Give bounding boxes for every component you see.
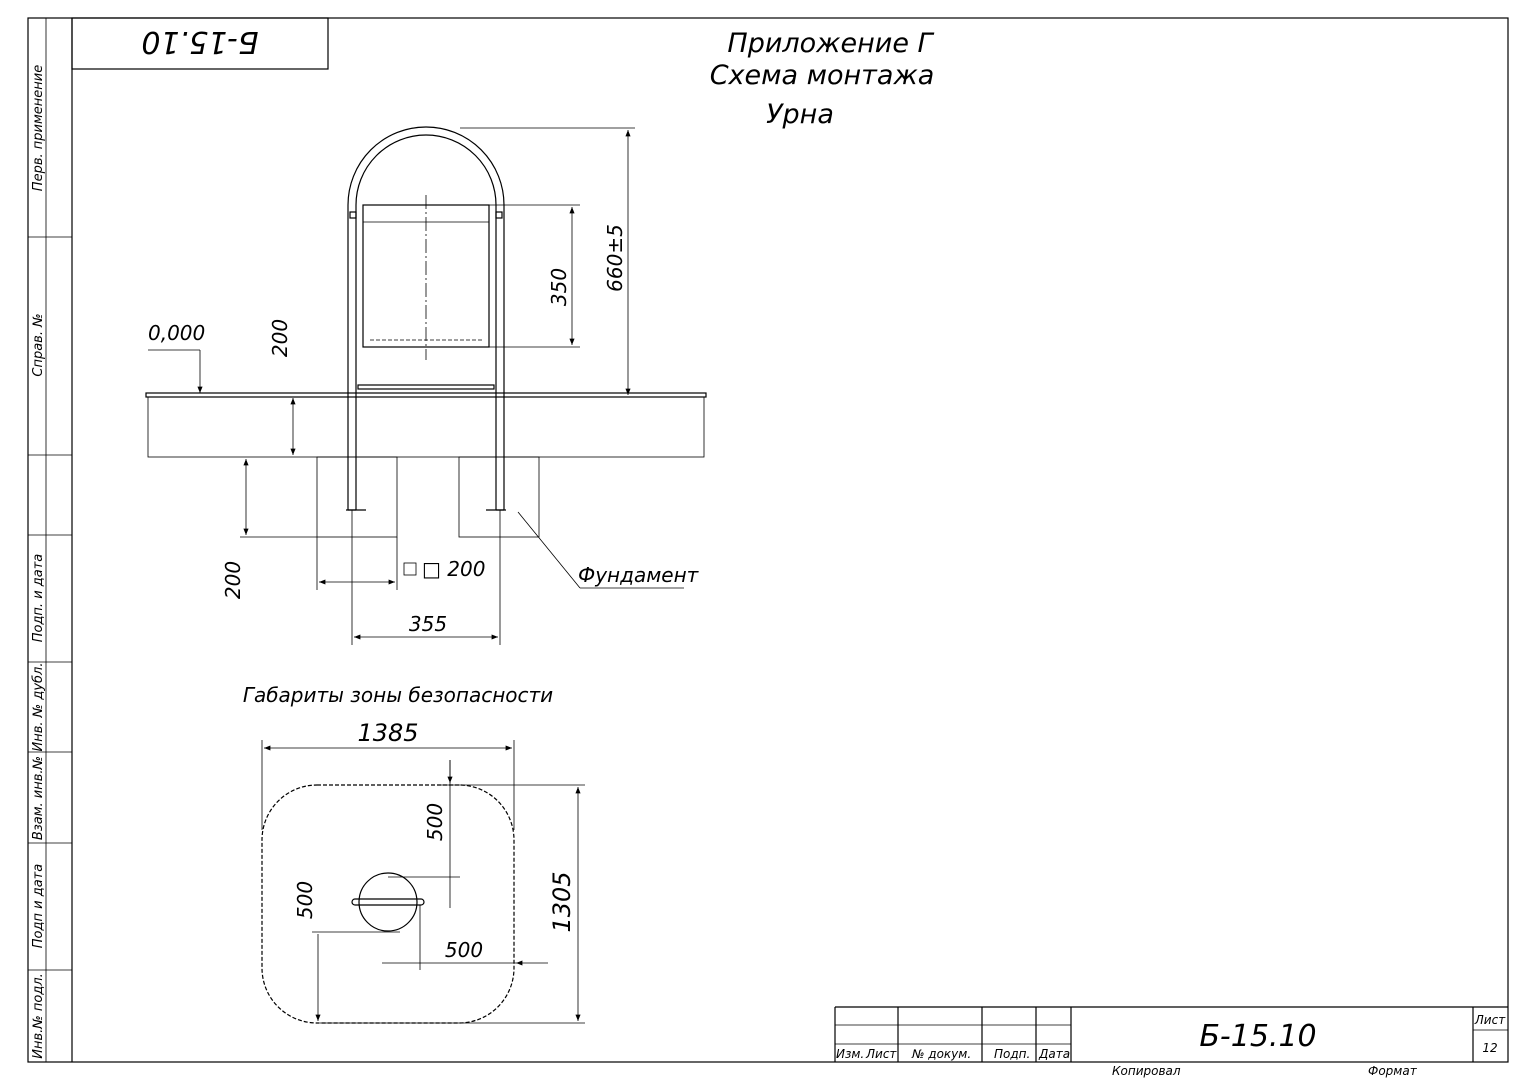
side-label-vzam: Взам. инв.№ bbox=[31, 756, 46, 840]
side-label-podp-2: Подп и дата bbox=[31, 864, 46, 948]
side-label-podp-1: Подп. и дата bbox=[31, 554, 46, 643]
title-line-3: Урна bbox=[766, 99, 834, 130]
elevation-view: 350 660±5 0,000 200 200 □ 200 355 Фундам… bbox=[145, 126, 707, 645]
dim-above-ground: 200 bbox=[268, 319, 292, 357]
stamp-box bbox=[71, 17, 329, 70]
title-line-2: Схема монтажа bbox=[710, 60, 935, 91]
tb-header-data: Дата bbox=[1038, 1047, 1070, 1061]
tb-drawing-code: Б-15.10 bbox=[1199, 1019, 1316, 1054]
tb-header-podp: Подп. bbox=[994, 1047, 1030, 1061]
tb-header-list: Лист bbox=[865, 1047, 897, 1061]
side-strip-cells bbox=[28, 236, 72, 971]
dim-foundation: □ 200 bbox=[422, 557, 485, 581]
foundation-right bbox=[458, 456, 540, 538]
tb-sheet-label: Лист bbox=[1474, 1013, 1506, 1027]
title-line-1: Приложение Г bbox=[727, 28, 934, 59]
safety-zone-title: Габариты зоны безопасности bbox=[243, 683, 553, 707]
dim-zone-width: 1385 bbox=[357, 719, 418, 747]
outer-frame bbox=[27, 17, 1509, 1063]
foundation-label: Фундамент bbox=[578, 563, 700, 587]
side-label-perv: Перв. применение bbox=[31, 65, 46, 191]
ground-surface bbox=[145, 392, 707, 398]
title-block: Изм. Лист № докум. Подп. Дата Б-15.10 Ли… bbox=[834, 1006, 1508, 1078]
tb-header-dokum: № докум. bbox=[911, 1047, 971, 1061]
tb-header-izm: Изм. bbox=[836, 1047, 864, 1061]
frame-tube-outer bbox=[347, 126, 505, 510]
bin-plan-circle bbox=[358, 872, 418, 932]
dim-total-height: 660±5 bbox=[603, 224, 627, 292]
dim-bin-height: 350 bbox=[547, 268, 571, 306]
dim-post-spacing: 355 bbox=[409, 612, 447, 636]
foundation-left bbox=[316, 456, 398, 538]
tb-sheet-number: 12 bbox=[1482, 1041, 1497, 1055]
dim-depth: 200 bbox=[221, 561, 245, 599]
tb-format-label: Формат bbox=[1368, 1064, 1418, 1078]
side-label-inv-podl: Инв.№ подл. bbox=[31, 973, 46, 1059]
frame-tube-inner bbox=[355, 134, 497, 510]
side-labels: Перв. применение Справ. № Подп. и дата И… bbox=[31, 65, 46, 1059]
side-label-sprav: Справ. № bbox=[31, 313, 46, 376]
dim-zone-right: 500 bbox=[445, 938, 483, 962]
bin-plan-bar bbox=[351, 898, 425, 906]
ground-slab bbox=[147, 396, 705, 458]
side-label-inv-dubl: Инв. № дубл. bbox=[31, 663, 46, 752]
dim-zone-height: 1305 bbox=[548, 871, 576, 932]
drawing-title: Приложение Г Схема монтажа Урна bbox=[710, 28, 935, 130]
level-label: 0,000 bbox=[148, 321, 205, 345]
dim-zone-left: 500 bbox=[293, 881, 317, 919]
dim-zone-top: 500 bbox=[423, 803, 447, 841]
tb-copied-label: Копировал bbox=[1112, 1064, 1181, 1078]
frame-crossbar bbox=[357, 384, 495, 390]
stamp-code: Б-15.10 bbox=[141, 24, 258, 59]
safety-zone-plan: Габариты зоны безопасности 1385 1305 500… bbox=[243, 683, 585, 1024]
